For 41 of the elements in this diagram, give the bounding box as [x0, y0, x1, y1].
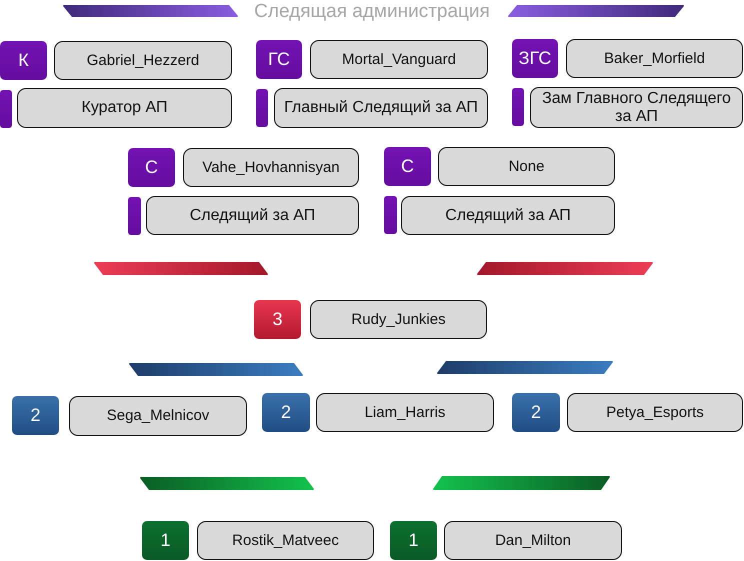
player-name-card: Rudy_Junkies	[310, 300, 487, 339]
section-divider	[437, 361, 613, 374]
rank-badge: С	[384, 147, 431, 186]
rank-badge: 3	[254, 300, 301, 339]
player-name-card: Sega_Melnicov	[69, 396, 247, 436]
rank-badge: 2	[12, 396, 59, 435]
rank-badge: ЗГС	[512, 39, 558, 78]
role-card: Главный Следящий за АП	[274, 88, 488, 128]
rank-badge: 1	[390, 521, 437, 560]
player-name-card: Dan_Milton	[444, 521, 622, 560]
rank-badge: 1	[142, 521, 189, 560]
player-name-card: Mortal_Vanguard	[310, 40, 488, 79]
role-card: Зам Главного Следящего за АП	[530, 87, 743, 128]
role-card: Следящий за АП	[146, 196, 359, 235]
accent-bar	[384, 196, 397, 234]
rank-badge: ГС	[256, 40, 302, 79]
section-divider	[433, 476, 610, 490]
rank-badge: 2	[262, 393, 310, 432]
role-card: Куратор АП	[17, 88, 232, 128]
section-divider	[94, 262, 268, 275]
rank-badge: К	[0, 41, 47, 80]
accent-bar	[128, 197, 141, 235]
rank-badge: С	[128, 148, 175, 187]
player-name-card: Petya_Esports	[567, 393, 743, 432]
rank-badge: 2	[512, 393, 560, 432]
section-divider	[129, 363, 303, 376]
player-name-card: Rostik_Matveec	[197, 521, 374, 560]
accent-bar	[256, 89, 268, 127]
section-divider	[477, 262, 653, 275]
section-divider	[63, 5, 238, 17]
player-name-card: None	[438, 147, 615, 186]
accent-bar	[512, 88, 524, 126]
player-name-card: Liam_Harris	[316, 393, 494, 432]
role-card: Следящий за АП	[401, 196, 615, 235]
accent-bar	[0, 90, 12, 128]
section-divider	[508, 5, 684, 17]
player-name-card: Baker_Morfield	[566, 39, 743, 78]
player-name-card: Vahe_Hovhannisyan	[183, 148, 359, 187]
section-divider	[140, 477, 314, 490]
player-name-card: Gabriel_Hezzerd	[54, 41, 232, 80]
page-title: Следящая администрация	[253, 1, 491, 23]
